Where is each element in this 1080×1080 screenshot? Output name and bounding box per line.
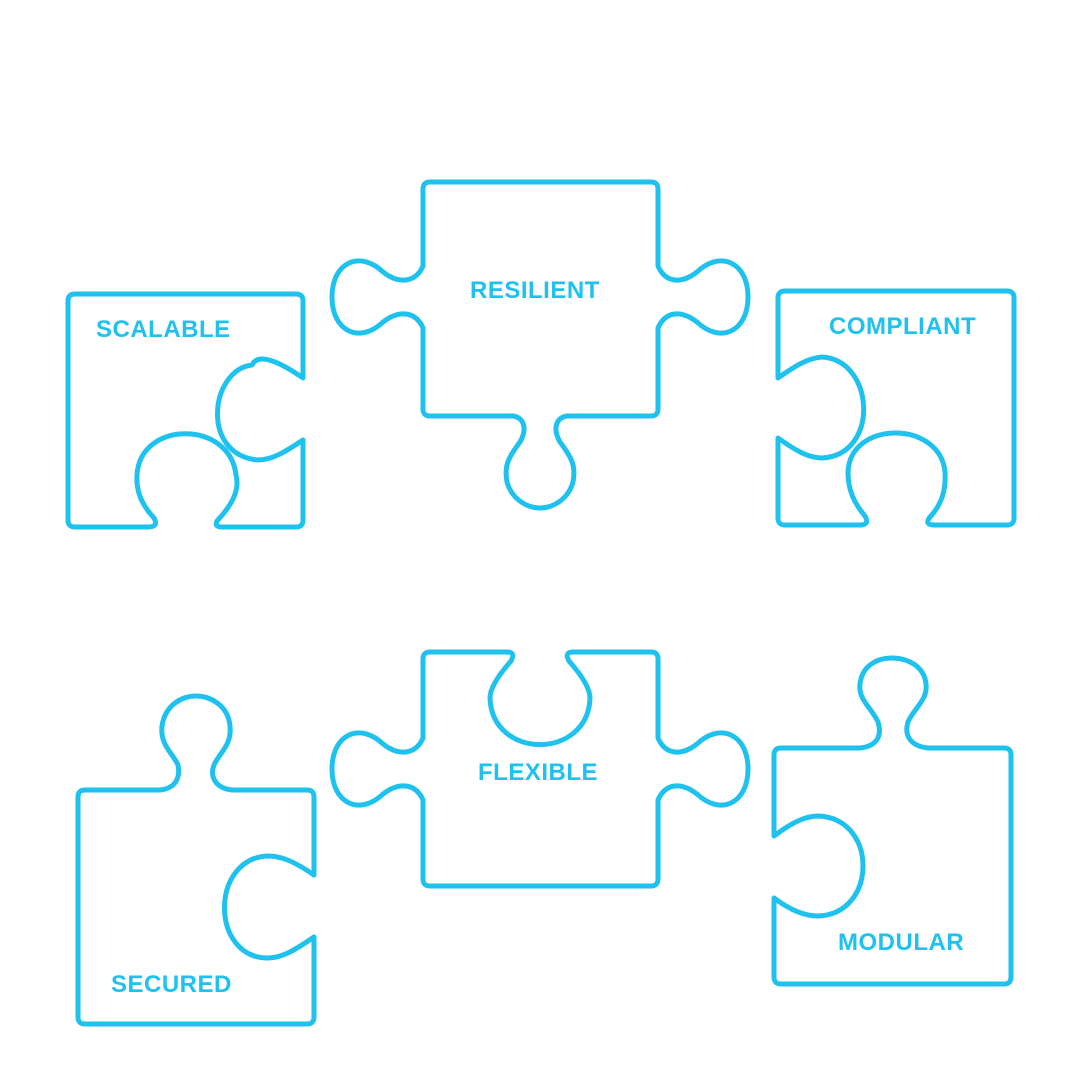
- puzzle-piece-flexible: FLEXIBLE: [329, 649, 751, 889]
- puzzle-piece-scalable: SCALABLE: [65, 291, 306, 530]
- piece-label-scalable: SCALABLE: [96, 316, 231, 343]
- puzzle-piece-compliant-outline: [775, 288, 1017, 528]
- puzzle-piece-scalable-outline: [65, 291, 306, 530]
- piece-label-secured: SECURED: [111, 971, 232, 998]
- puzzle-piece-resilient-outline: [329, 179, 751, 511]
- piece-label-flexible: FLEXIBLE: [478, 759, 598, 786]
- puzzle-piece-flexible-outline: [329, 649, 751, 889]
- puzzle-piece-compliant: COMPLIANT: [775, 288, 1017, 528]
- piece-label-compliant: COMPLIANT: [829, 313, 976, 340]
- puzzle-piece-modular-outline: [771, 655, 1014, 987]
- piece-label-modular: MODULAR: [838, 929, 964, 956]
- puzzle-piece-secured: SECURED: [75, 693, 317, 1027]
- puzzle-piece-secured-outline: [75, 693, 317, 1027]
- piece-label-resilient: RESILIENT: [470, 277, 600, 304]
- puzzle-piece-modular: MODULAR: [771, 655, 1014, 987]
- puzzle-piece-resilient: RESILIENT: [329, 179, 751, 511]
